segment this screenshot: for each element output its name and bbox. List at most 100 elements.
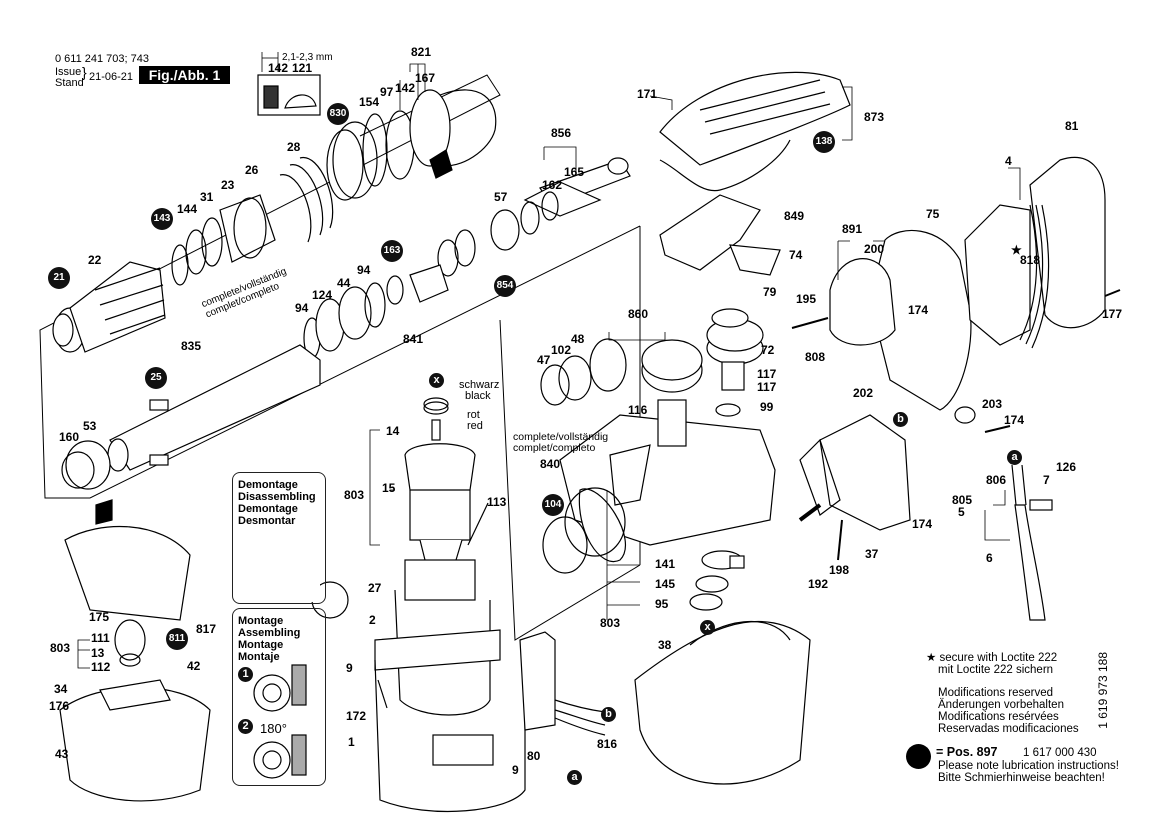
callout-143: 143 (151, 208, 173, 230)
loctite-note: ★ secure with Loctite 222 (926, 652, 1057, 665)
star-icon: ★ (926, 652, 937, 664)
part-label: 9 (512, 763, 519, 777)
part-label: 172 (346, 709, 367, 723)
part-label: 74 (789, 248, 803, 262)
switch-part (519, 631, 606, 736)
part-label: 154 (359, 95, 380, 109)
montage-panel-title: Montage Assembling Montage Montaje (232, 612, 306, 666)
part-label: 112 (91, 660, 111, 674)
misc-small-parts (791, 289, 1121, 561)
modifications-line: Änderungen vorbehalten (938, 699, 1064, 711)
panel-title-line: Montage (238, 639, 284, 651)
part-label: 165 (564, 165, 585, 179)
callout-811: 811 (166, 628, 188, 650)
part-label: 806 (986, 473, 1007, 487)
part-label: 144 (177, 202, 198, 216)
motor-parts (374, 397, 526, 813)
part-label: 53 (83, 419, 97, 433)
part-label: 47 (537, 353, 551, 367)
part-label: 28 (287, 140, 301, 154)
part-label: 821 (411, 45, 432, 59)
part-label: 175 (89, 610, 110, 624)
part-label: 200 (864, 242, 885, 256)
callout-step-1: 1 (238, 667, 253, 682)
part-label: 113 (487, 495, 507, 509)
part-label: 816 (597, 737, 618, 751)
part-label: 111 (91, 631, 110, 645)
modifications-line: Modifications resérvées (938, 711, 1059, 723)
part-label: 26 (245, 163, 259, 177)
complete-note-right: complete/vollständig complet/completo (513, 432, 608, 454)
part-label: 42 (187, 659, 201, 673)
base-housing (59, 525, 211, 802)
part-label: 803 (50, 641, 71, 655)
part-label: 841 (403, 332, 424, 346)
demontage-panel-frame (232, 472, 326, 604)
part-label: 202 (853, 386, 874, 400)
part-label: 102 (551, 343, 572, 357)
part-number: 0 611 241 703; 743 (55, 53, 149, 65)
part-label: 57 (494, 190, 508, 204)
part-label: 849 (784, 209, 805, 223)
part-label: 7 (1043, 473, 1050, 487)
part-label: 117 (757, 367, 777, 381)
callout-step-2: 2 (238, 719, 253, 734)
part-label: 97 (380, 85, 394, 99)
part-label: 27 (368, 581, 382, 595)
part-label: 75 (926, 207, 940, 221)
callout-21: 21 (48, 267, 70, 289)
callout-104: 104 (542, 494, 564, 516)
wire-label-line: red (467, 420, 483, 432)
part-label: 2 (369, 613, 376, 627)
part-label: 80 (527, 749, 541, 763)
part-label: 15 (382, 481, 396, 495)
callout-830: 830 (327, 103, 349, 125)
part-label: 860 (628, 307, 649, 321)
part-label: 141 (655, 557, 676, 571)
demontage-panel: Demontage Disassembling Demontage Desmon… (232, 472, 320, 602)
part-label: 891 (842, 222, 863, 236)
complete-note-line: complet/completo (513, 442, 596, 454)
part-label: 142 (268, 61, 289, 75)
part-label: 803 (600, 616, 621, 630)
part-label: 803 (344, 488, 365, 502)
part-label: 94 (357, 263, 371, 277)
part-label: 177 (1102, 307, 1123, 321)
part-label: 6 (986, 551, 993, 565)
issue-label: Issue (55, 66, 82, 78)
loctite-line-2: mit Loctite 222 sichern (938, 664, 1054, 676)
part-label: 79 (763, 285, 777, 299)
part-label: 13 (91, 646, 105, 660)
part-label: 817 (196, 622, 217, 636)
part-label: 203 (982, 397, 1003, 411)
lubrication-note-en: Please note lubrication instructions! (938, 760, 1119, 772)
callout-25: 25 (145, 367, 167, 389)
part-label: 116 (628, 403, 648, 417)
angle-label: 180° (260, 721, 287, 736)
top-cover (659, 71, 851, 276)
part-label: 856 (551, 126, 572, 140)
dimension-note: 2,1-2,3 mm (282, 52, 333, 63)
callout-854: 854 (494, 275, 516, 297)
part-label: 162 (542, 178, 563, 192)
part-label: 81 (1065, 119, 1079, 133)
panel-title-line: Assembling (238, 627, 301, 639)
modifications-line: Reservadas modificaciones (938, 723, 1079, 735)
rear-housing (799, 156, 1106, 531)
part-label: 195 (796, 292, 817, 306)
part-label: 198 (829, 563, 850, 577)
front-chuck-parts (52, 74, 497, 353)
part-label: 1 (348, 735, 355, 749)
part-label: 174 (908, 303, 929, 317)
wire-label-line: schwarz (459, 379, 500, 391)
callout-138: 138 (813, 131, 835, 153)
wire-label-red: rot red (467, 410, 483, 432)
panel-title-line: Desmontar (238, 515, 296, 527)
panel-title-line: Demontage (238, 503, 298, 515)
part-label: 48 (571, 332, 585, 346)
complete-note-line: complete/vollständig (513, 431, 609, 443)
lubrication-dot-icon (906, 744, 931, 769)
part-label: 23 (221, 178, 235, 192)
callout-a-switch: a (567, 770, 582, 785)
